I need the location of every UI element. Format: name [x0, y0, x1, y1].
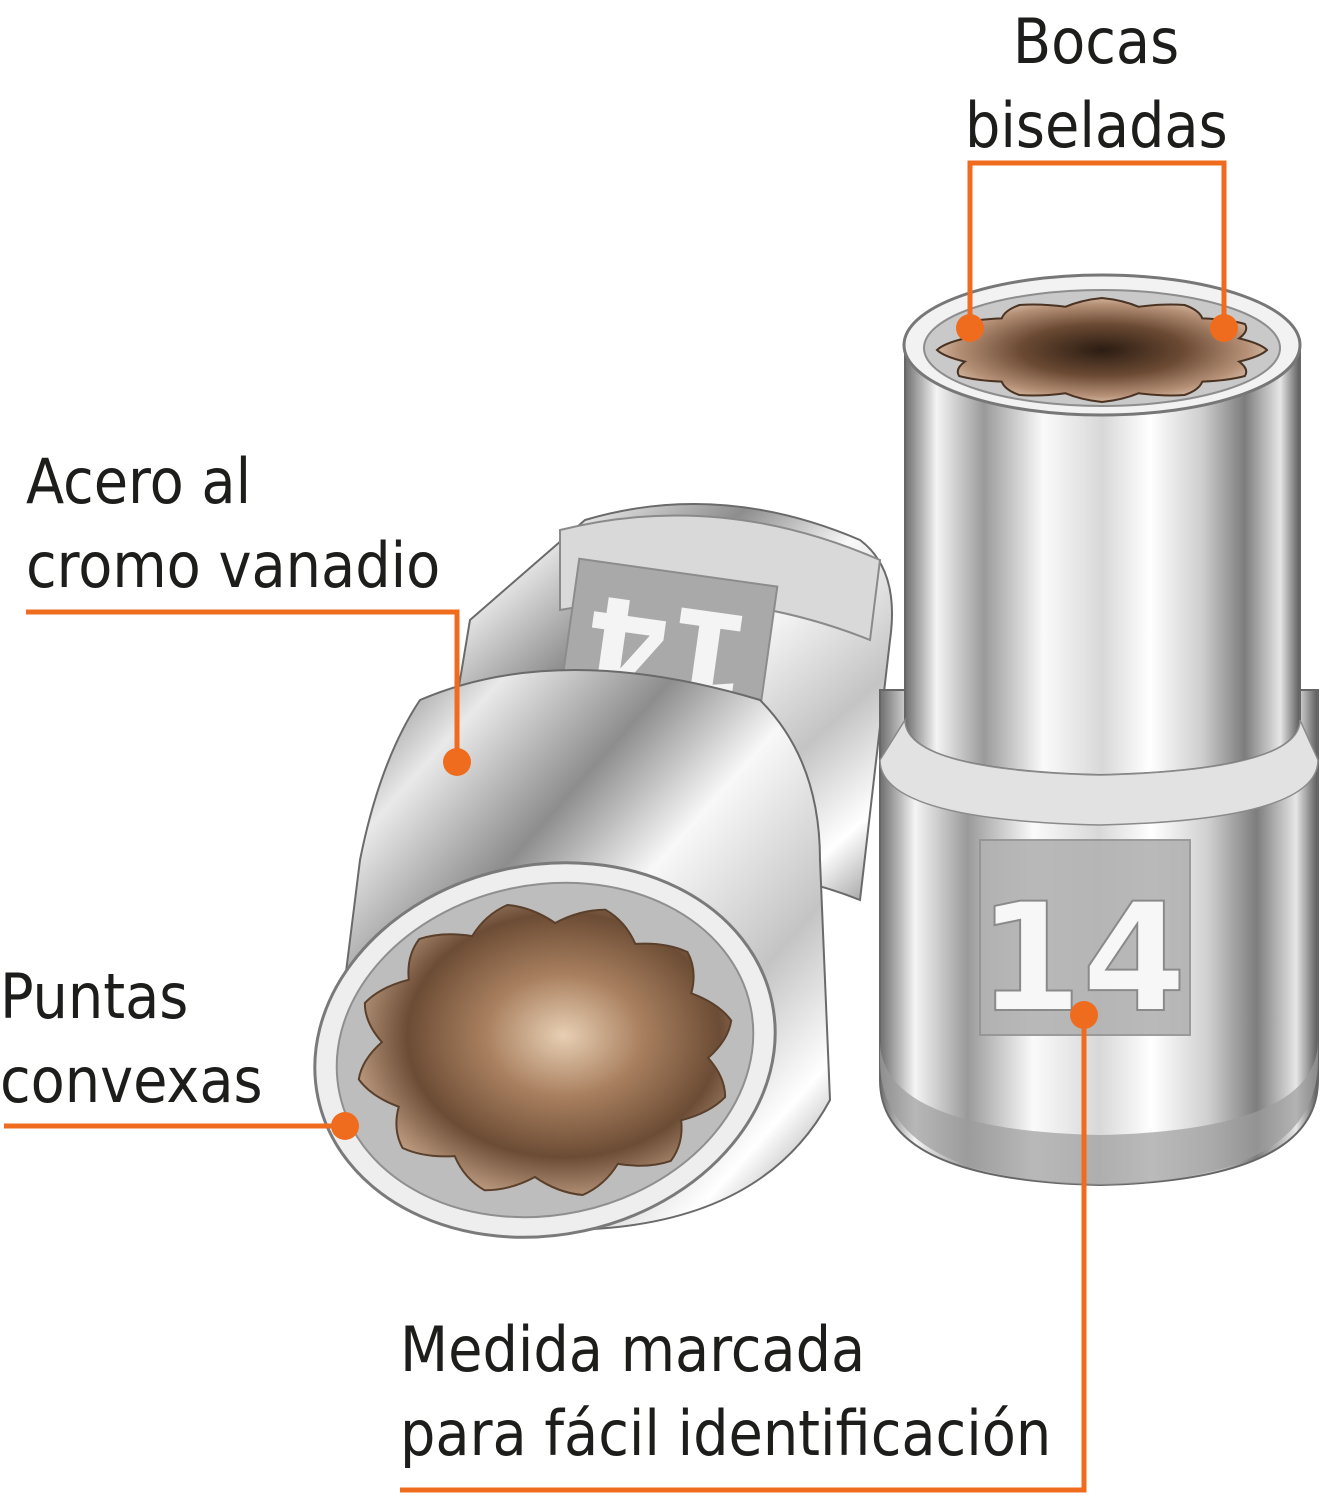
callout-line-bocas — [967, 160, 1227, 328]
label-medida-marcada: Medida marcada para fácil identificación — [400, 1308, 1051, 1476]
callout-line-medida — [400, 1015, 1087, 1493]
callout-dot-acero — [443, 748, 471, 776]
callout-lines — [4, 160, 1227, 1493]
callout-dot-bocas-left — [956, 314, 984, 342]
label-bocas-biseladas: Bocas biseladas — [965, 0, 1228, 168]
label-acero-line2: cromo vanadio — [26, 529, 441, 602]
label-acero-line1: Acero al — [26, 445, 252, 518]
label-acero-cromo-vanadio: Acero al cromo vanadio — [26, 440, 440, 608]
label-bocas-line1: Bocas — [1012, 5, 1180, 78]
label-medida-line2: para fácil identificación — [400, 1397, 1052, 1470]
callout-dot-medida — [1070, 1001, 1098, 1029]
right-socket: 14 — [879, 273, 1319, 1187]
label-bocas-line2: biseladas — [965, 89, 1228, 162]
callout-dots — [331, 314, 1238, 1140]
label-puntas-line2: convexas — [0, 1044, 263, 1117]
label-puntas-line1: Puntas — [0, 960, 189, 1033]
label-medida-line1: Medida marcada — [400, 1313, 866, 1386]
label-puntas-convexas: Puntas convexas — [0, 955, 263, 1123]
callout-line-acero — [26, 609, 460, 762]
callout-dot-puntas — [331, 1112, 359, 1140]
left-socket: 14 — [313, 503, 893, 1239]
callout-dot-bocas-right — [1210, 314, 1238, 342]
